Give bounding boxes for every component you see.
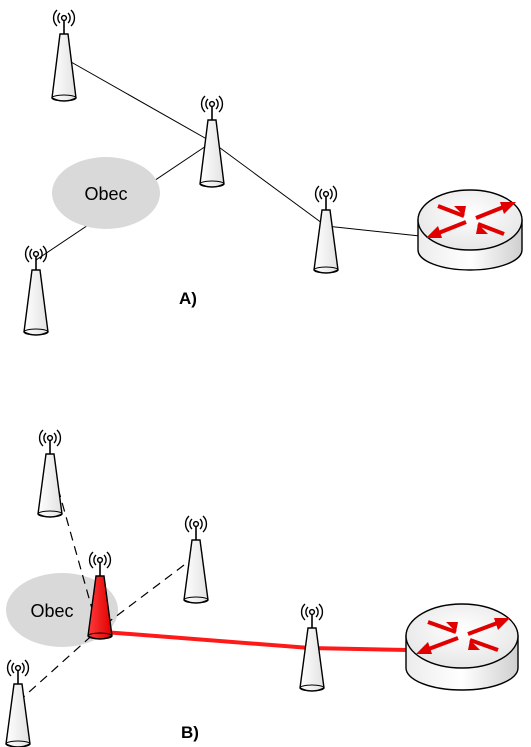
- link-b-highlight-2: [309, 646, 409, 652]
- wireless-antenna-icon: [51, 9, 77, 102]
- link-a3: [211, 141, 327, 227]
- village-label-a: Obec: [84, 184, 127, 204]
- wireless-antenna-icon: [299, 603, 325, 692]
- link-b3: [17, 629, 99, 703]
- link-a1: [63, 57, 213, 143]
- wireless-antenna-icon: [313, 185, 339, 274]
- link-b1: [53, 473, 99, 631]
- panel-label-b: B): [181, 723, 199, 742]
- link-b-highlight-1: [103, 630, 311, 650]
- link-b2: [97, 555, 197, 631]
- wireless-antenna-icon: [37, 429, 63, 518]
- highlighted-antenna-icon: [87, 551, 113, 640]
- panel-label-a: A): [179, 289, 197, 308]
- panel-a: Obec: [23, 9, 523, 336]
- wireless-antenna-icon: [23, 245, 49, 336]
- panel-b: Obec: [5, 429, 519, 747]
- router-icon: [405, 603, 519, 691]
- wireless-antenna-icon: [183, 515, 209, 604]
- village-area-ellipse: [52, 157, 160, 229]
- village-label-b: Obec: [30, 601, 73, 621]
- wireless-antenna-icon: [5, 659, 31, 747]
- router-icon: [417, 189, 523, 271]
- link-a4: [325, 225, 421, 237]
- wireless-antenna-icon: [199, 95, 225, 188]
